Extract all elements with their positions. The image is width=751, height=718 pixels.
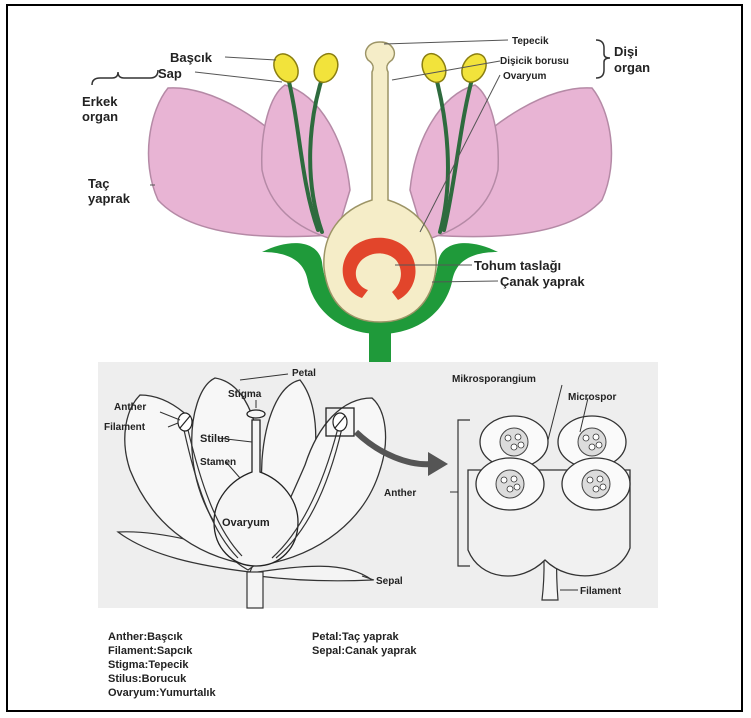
label-mikrosporangium: Mikrosporangium — [452, 374, 536, 385]
legend-left-item: Stigma:Tepecik — [108, 659, 189, 671]
label-tac-2: yaprak — [88, 191, 131, 206]
label-stilus: Stilus — [200, 433, 230, 445]
label-tepecik: Tepecik — [512, 36, 549, 47]
label-stigma: Stigma — [228, 389, 262, 400]
legend-right-item: Sepal:Canak yaprak — [312, 645, 417, 657]
label-sap: Sap — [158, 66, 182, 81]
bottom-flower-diagram: Petal Stigma Anther Filament Stilus Stam… — [98, 362, 658, 699]
legend-right: Petal:Taç yaprak Sepal:Canak yaprak — [312, 631, 417, 657]
label-tac-1: Taç — [88, 176, 109, 191]
label-sepal: Sepal — [376, 576, 403, 587]
label-ovaryum-top: Ovaryum — [503, 71, 546, 82]
legend-right-item: Petal:Taç yaprak — [312, 631, 400, 643]
label-tohum-taslagi: Tohum taslağı — [474, 258, 561, 273]
label-bascik: Başcık — [170, 50, 213, 65]
label-disi-1: Dişi — [614, 44, 638, 59]
legend-left-item: Filament:Sapcık — [108, 645, 193, 657]
top-stem — [369, 328, 391, 362]
label-anther-zoom: Anther — [384, 488, 416, 499]
top-flower-diagram: Başcık Sap Erkek organ Taç yaprak Tepeci… — [78, 20, 683, 362]
label-microspor: Microspor — [568, 392, 616, 403]
legend-left-item: Anther:Başcık — [108, 631, 183, 643]
label-disicik-borusu: Dişicik borusu — [500, 56, 569, 67]
legend-left-item: Stilus:Borucuk — [108, 673, 187, 685]
label-filament-zoom: Filament — [580, 586, 622, 597]
label-disi-2: organ — [614, 60, 650, 75]
legend-left-item: Ovaryum:Yumurtalık — [108, 687, 216, 699]
label-stamen: Stamen — [200, 457, 236, 468]
label-ovaryum-bottom: Ovaryum — [222, 517, 270, 529]
label-erkek-2: organ — [82, 109, 118, 124]
label-canak-yaprak: Çanak yaprak — [500, 274, 585, 289]
bottom-stem — [247, 572, 263, 608]
label-filament: Filament — [104, 422, 146, 433]
label-anther: Anther — [114, 402, 146, 413]
legend-left: Anther:Başcık Filament:Sapcık Stigma:Tep… — [108, 631, 216, 699]
label-erkek-1: Erkek — [82, 94, 118, 109]
label-petal: Petal — [292, 368, 316, 379]
